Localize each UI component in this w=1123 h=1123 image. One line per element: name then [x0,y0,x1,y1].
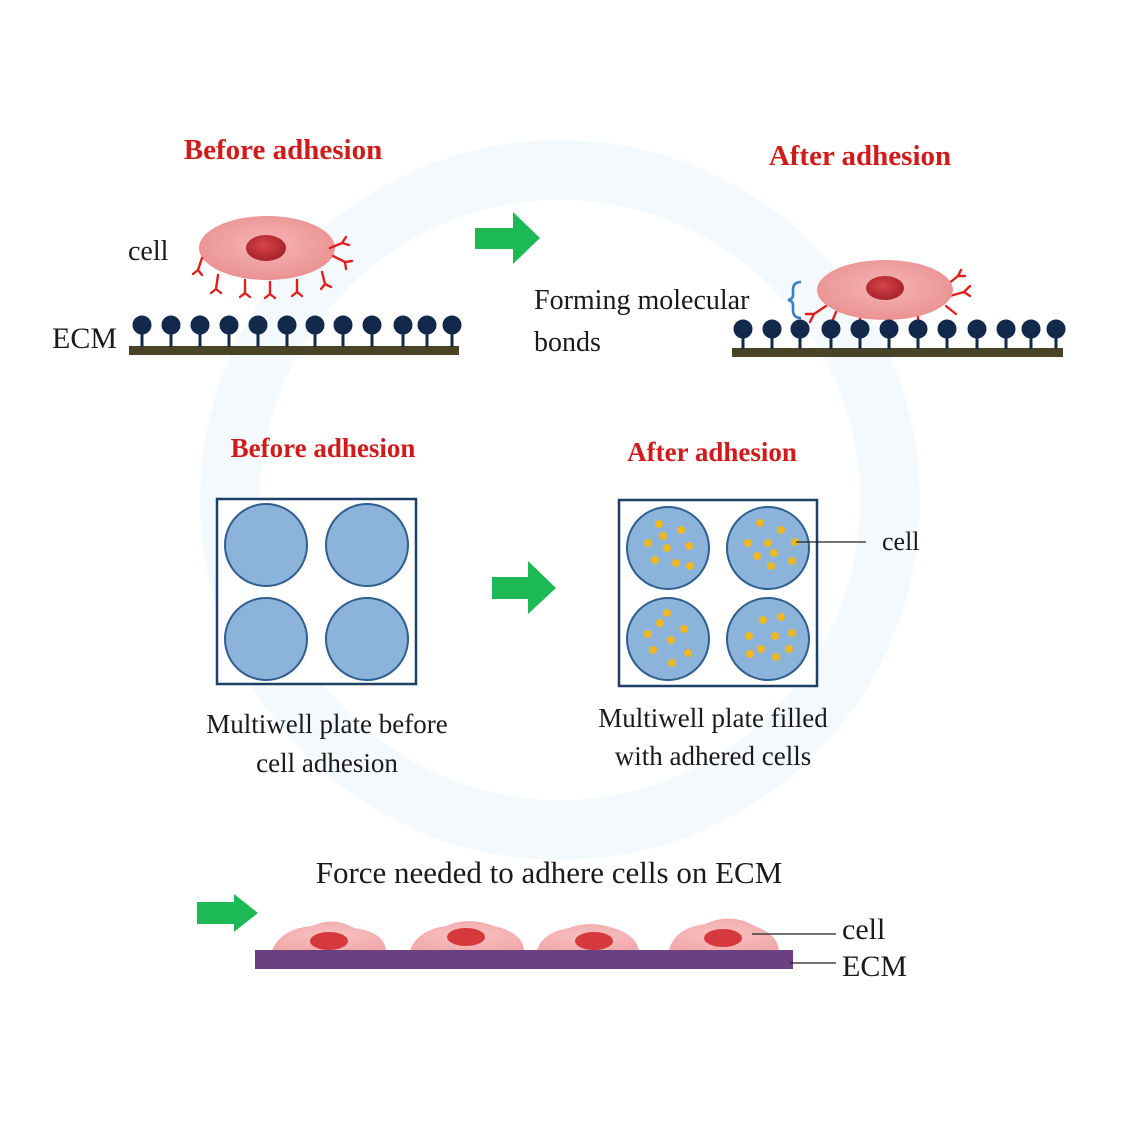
mid-after-title: After adhesion [627,437,797,467]
ecm-ligands [132,315,462,347]
right-arrow-icon [197,894,258,932]
well [726,597,810,681]
ecm-substrate-bottom [255,950,793,969]
flat-cell [669,918,779,950]
bonds-label-line1: Forming molecular [534,285,750,316]
curly-bracket-icon [787,280,802,320]
bottom-ecm-label: ECM [842,950,907,983]
after-plate-caption-line2: with adhered cells [615,741,811,771]
mid-before-title: Before adhesion [231,433,416,463]
cell-receptors [191,235,354,300]
ecm-ligands-after [733,319,1066,349]
well [325,503,409,587]
well [325,597,409,681]
right-arrow-icon [475,212,540,264]
adhered-cells-dots [644,519,799,667]
floating-cell [191,216,354,300]
after-plate-caption-line1: Multiwell plate filled [598,703,828,733]
flat-cell [272,921,386,950]
well [224,503,308,587]
bottom-cell-label: cell [842,913,885,946]
top-ecm-label: ECM [52,322,117,355]
ecm-substrate-after [732,319,1066,357]
flattened-cells [272,918,779,950]
multiwell-plate-empty [215,497,418,686]
mid-cell-label: cell [882,527,920,556]
top-after-title: After adhesion [769,140,951,172]
ecm-substrate-before [129,315,462,355]
right-arrow-icon [492,561,556,614]
flat-cell [537,924,639,950]
cell-nucleus [246,235,286,261]
well [224,597,308,681]
top-cell-label: cell [128,236,169,267]
force-title: Force needed to adhere cells on ECM [316,855,783,890]
multiwell-plate-filled [617,498,866,688]
top-before-title: Before adhesion [184,134,382,166]
well [726,506,810,590]
flat-cell [410,921,524,950]
cell-nucleus [866,276,904,300]
before-plate-caption-line1: Multiwell plate before [206,709,447,739]
before-plate-caption-line2: cell adhesion [256,748,398,778]
bonds-label-line2: bonds [534,327,601,358]
